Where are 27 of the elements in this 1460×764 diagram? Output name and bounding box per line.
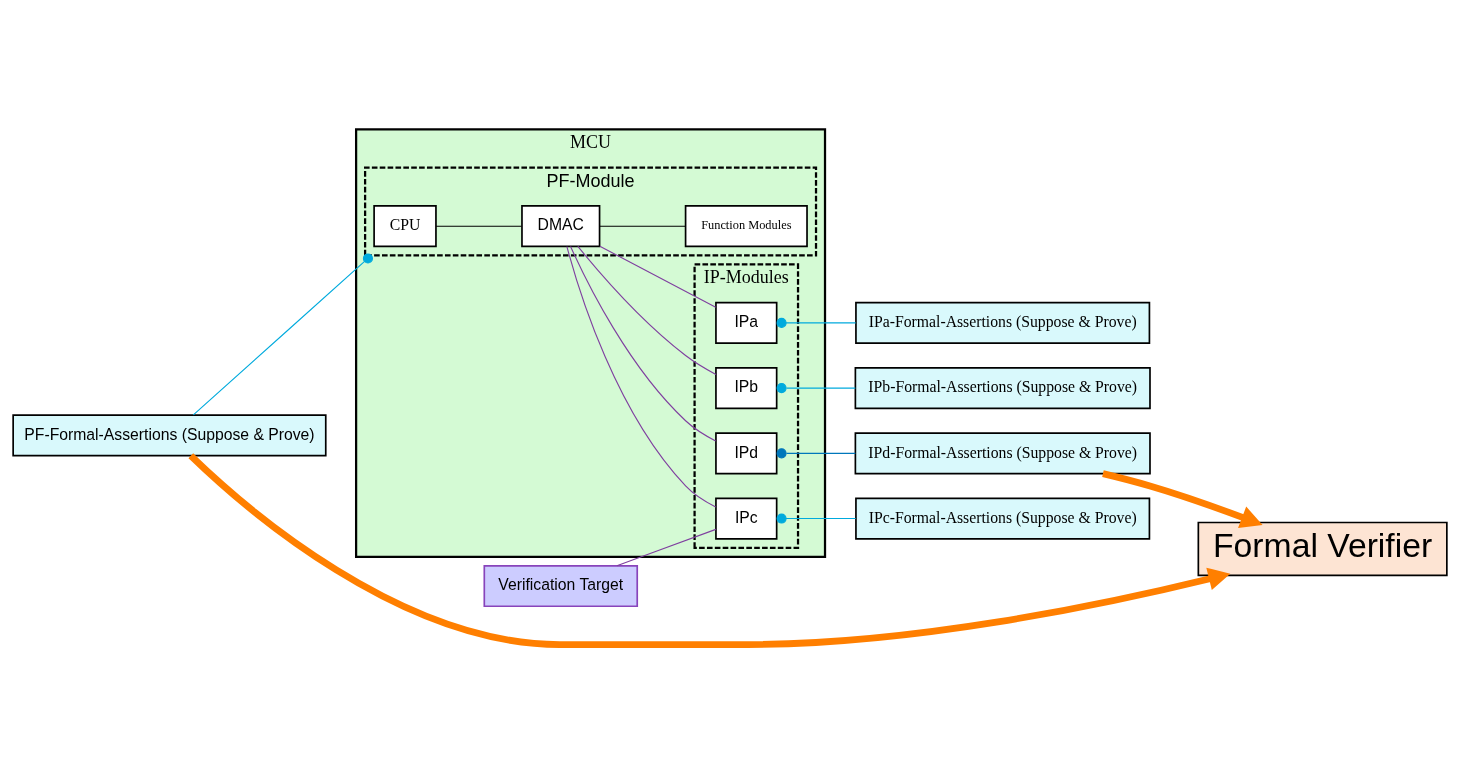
connector [599, 245, 717, 308]
connector [435, 225, 523, 227]
connector [776, 382, 856, 393]
connector [616, 528, 717, 566]
connector [776, 317, 857, 328]
node-box: IPb-Formal-Assertions (Suppose & Prove) [854, 366, 1151, 409]
node-box: IPd-Formal-Assertions (Suppose & Prove) [854, 431, 1151, 474]
node-box: IPc [715, 496, 778, 540]
node-box: Formal Verifier [1197, 521, 1448, 576]
node-box: IPc-Formal-Assertions (Suppose & Prove) [855, 496, 1151, 540]
connector [570, 245, 717, 441]
node-box: Verification Target [483, 564, 639, 607]
node-box: CPU [373, 204, 437, 247]
connector [776, 513, 857, 524]
node-box: IPa-Formal-Assertions (Suppose & Prove) [855, 301, 1151, 344]
connector [192, 252, 373, 415]
node-box: DMAC [521, 204, 601, 247]
node-box: IPb [715, 366, 778, 409]
node-box: IPa [715, 301, 778, 344]
connector [566, 245, 717, 508]
connector [577, 245, 717, 375]
arrow [188, 452, 1231, 648]
node-box: Function Modules [684, 204, 808, 247]
node-box: PF-Formal-Assertions (Suppose & Prove) [12, 413, 327, 456]
connector [599, 225, 686, 227]
node-box: IPd [715, 431, 778, 474]
connector [776, 447, 856, 458]
